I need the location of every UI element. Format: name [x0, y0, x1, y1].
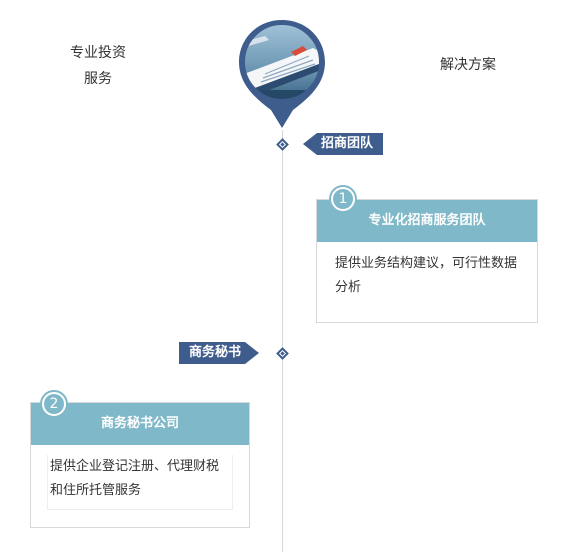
card-2-body-text: 提供企业登记注册、代理财税和住所托管服务: [47, 455, 233, 510]
tag-business-secretary: 商务秘书: [179, 342, 259, 364]
service-heading-line-2: 服务: [84, 71, 112, 87]
step-badge-2: 2: [40, 390, 68, 418]
timeline-axis: [282, 130, 283, 552]
card-2-body: 提供企业登记注册、代理财税和住所托管服务: [31, 445, 249, 520]
step-badge-2-number: 2: [44, 394, 64, 414]
timeline-node-1: [276, 138, 289, 151]
card-business-secretary: 商务秘书公司 提供企业登记注册、代理财税和住所托管服务: [30, 402, 250, 528]
card-1-body: 提供业务结构建议，可行性数据分析: [335, 256, 518, 295]
card-2-title: 商务秘书公司: [31, 403, 249, 445]
step-badge-1: 1: [329, 185, 357, 213]
service-heading: 专业投资 服务: [52, 40, 144, 92]
solution-heading: 解决方案: [440, 57, 496, 73]
tag-investment-team: 招商团队: [303, 133, 383, 155]
step-badge-1-number: 1: [333, 189, 353, 209]
card-investment-team: 专业化招商服务团队 提供业务结构建议，可行性数据分析: [316, 199, 538, 323]
map-pin-photo: [239, 20, 325, 128]
service-heading-line-1: 专业投资: [70, 45, 126, 61]
cruise-ship-image: [244, 24, 320, 100]
timeline-node-2: [276, 347, 289, 360]
